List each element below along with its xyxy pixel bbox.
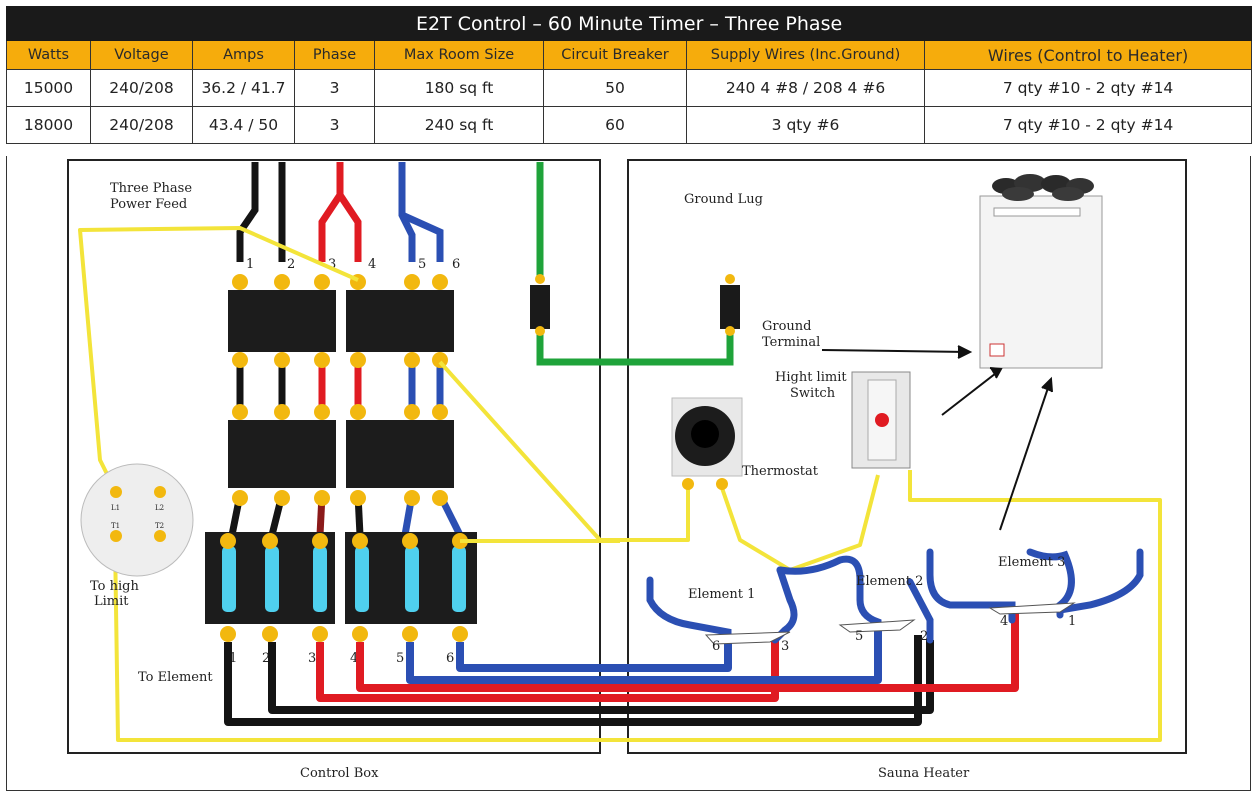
diagram-labels: Three Phase Power Feed Ground Lug Ground…	[90, 181, 1065, 781]
table-header-row: Watts Voltage Amps Phase Max Room Size C…	[6, 40, 1253, 70]
high-limit-label: Hight limit	[775, 370, 847, 385]
element-1-label: Element 1	[688, 587, 755, 602]
control-box-label: Control Box	[300, 766, 379, 781]
to-high-limit-label: Limit	[94, 594, 129, 609]
sauna-heater-unit	[979, 174, 1103, 369]
ground-wire	[536, 162, 734, 366]
table-title: E2T Control – 60 Minute Timer – Three Ph…	[5, 6, 1253, 41]
header-control-wires: Wires (Control to Heater)	[923, 40, 1253, 70]
table-row: 18000 240/208 43.4 / 50 3 240 sq ft 60 3…	[6, 106, 1253, 144]
contactor-top-numbers: 1 2 3 4 5 6	[246, 257, 460, 272]
element-3-label: Element 3	[998, 555, 1065, 570]
cell-voltage: 240/208	[90, 106, 193, 144]
fuse-bottom-numbers: 1 2 3 4 5 6	[229, 651, 454, 666]
cell-amps: 36.2 / 41.7	[192, 69, 295, 107]
header-supply-wires: Supply Wires (Inc.Ground)	[686, 40, 925, 70]
svg-text:1: 1	[246, 257, 254, 272]
svg-text:4: 4	[350, 651, 358, 666]
table-row: 15000 240/208 36.2 / 41.7 3 180 sq ft 50…	[6, 69, 1253, 107]
header-circuit-breaker: Circuit Breaker	[543, 40, 687, 70]
svg-text:6: 6	[452, 257, 460, 272]
cell-breaker: 60	[543, 106, 687, 144]
fuse-blocks	[205, 532, 477, 624]
thermostat	[671, 397, 743, 490]
svg-text:6: 6	[712, 639, 720, 654]
cell-watts: 15000	[6, 69, 91, 107]
cell-supply-wires: 240 4 #8 / 208 4 #6	[686, 69, 925, 107]
contactor-upper	[228, 290, 454, 488]
svg-text:1: 1	[1068, 614, 1076, 629]
thermostat-label: Thermostat	[742, 464, 819, 479]
cell-control-wires: 7 qty #10 - 2 qty #14	[923, 106, 1253, 144]
svg-text:L1: L1	[111, 504, 120, 512]
spec-table: E2T Control – 60 Minute Timer – Three Ph…	[5, 6, 1253, 144]
header-phase: Phase	[294, 40, 375, 70]
svg-text:3: 3	[328, 257, 336, 272]
cell-amps: 43.4 / 50	[192, 106, 295, 144]
cell-room-size: 240 sq ft	[374, 106, 544, 144]
to-high-limit-label: To high	[90, 579, 139, 594]
pointer-arrows	[821, 345, 1053, 531]
svg-text:6: 6	[446, 651, 454, 666]
svg-text:2: 2	[287, 257, 295, 272]
control-wires	[78, 226, 1162, 742]
sauna-heater-panel	[627, 159, 1187, 754]
header-amps: Amps	[192, 40, 295, 70]
diagram-frame	[6, 156, 1251, 791]
sauna-heater-label: Sauna Heater	[878, 766, 970, 781]
ground-lug-blocks	[530, 274, 740, 336]
svg-text:T1: T1	[111, 522, 120, 530]
to-element-label: To Element	[138, 670, 213, 685]
svg-text:5: 5	[855, 629, 863, 644]
heating-elements	[646, 548, 1144, 664]
ground-terminal-label: Terminal	[762, 335, 820, 350]
element-2-label: Element 2	[856, 574, 923, 589]
power-feed-label: Three Phase	[110, 181, 192, 196]
high-limit-switch	[851, 371, 911, 469]
cell-watts: 18000	[6, 106, 91, 144]
svg-text:L2: L2	[155, 504, 164, 512]
cell-breaker: 50	[543, 69, 687, 107]
element-terminal-numbers: 6 3 5 2 4 1	[712, 614, 1076, 654]
cell-phase: 3	[294, 106, 375, 144]
supply-wires	[236, 162, 444, 262]
timer-dial: L1 L2 T1 T2	[80, 463, 194, 577]
svg-text:4: 4	[1000, 614, 1008, 629]
svg-text:3: 3	[781, 639, 789, 654]
ground-lug-label: Ground Lug	[684, 192, 763, 207]
svg-text:T2: T2	[155, 522, 164, 530]
cell-supply-wires: 3 qty #6	[686, 106, 925, 144]
svg-text:3: 3	[308, 651, 316, 666]
power-feed-label: Power Feed	[110, 197, 187, 212]
cell-phase: 3	[294, 69, 375, 107]
svg-text:5: 5	[396, 651, 404, 666]
header-max-room-size: Max Room Size	[374, 40, 544, 70]
high-limit-label: Switch	[790, 386, 836, 401]
svg-text:2: 2	[262, 651, 270, 666]
svg-text:4: 4	[368, 257, 376, 272]
svg-text:5: 5	[418, 257, 426, 272]
element-terminal-plates	[704, 602, 1076, 645]
svg-text:2: 2	[920, 629, 928, 644]
svg-text:1: 1	[229, 651, 237, 666]
control-box-panel	[67, 159, 601, 754]
ground-terminal-label: Ground	[762, 319, 812, 334]
